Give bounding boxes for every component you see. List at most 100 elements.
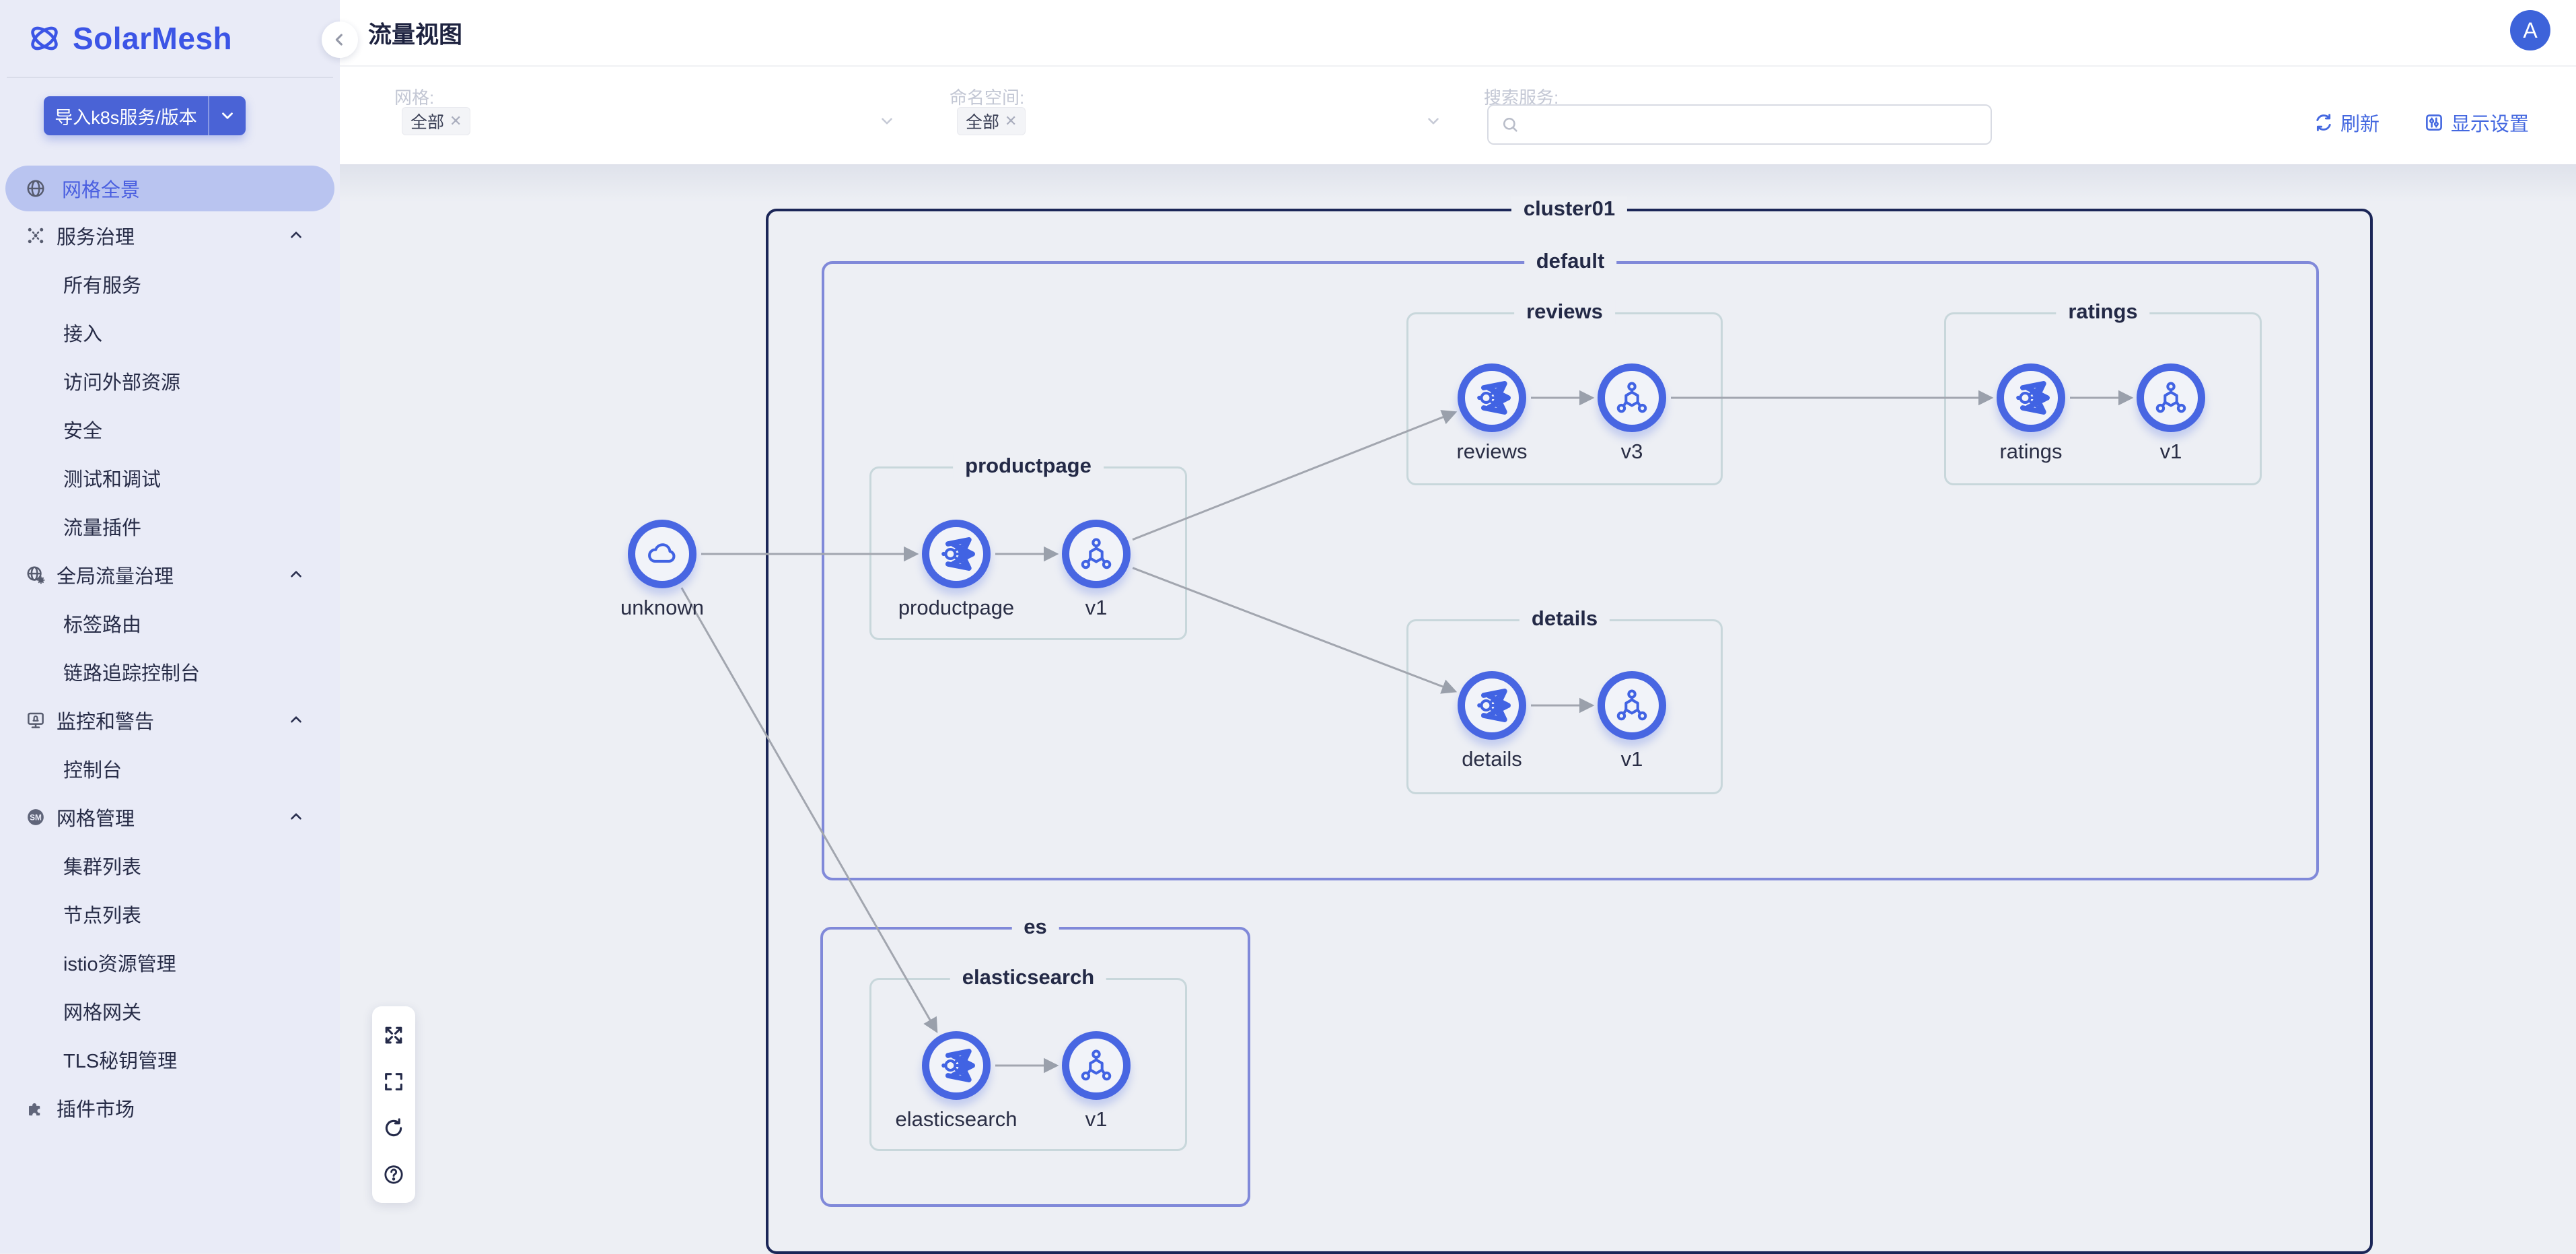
sidebar-subitem-集群列表[interactable]: 集群列表	[0, 841, 340, 890]
toolbar-fullscreen-button[interactable]	[379, 1067, 408, 1096]
version-icon	[1081, 538, 1112, 569]
namespace-filter-tag[interactable]: 全部 ✕	[957, 107, 1026, 135]
version-icon	[2155, 382, 2186, 413]
sidebar-item-mesh-management[interactable]: SM 网格管理	[0, 793, 340, 841]
sidebar-subitem-label: 访问外部资源	[63, 372, 181, 394]
sidebar-subitem-TLS秘钥管理[interactable]: TLS秘钥管理	[0, 1035, 340, 1084]
app-title: SolarMesh	[73, 21, 233, 56]
mesh-filter-value: 全部	[410, 113, 445, 132]
logo: SolarMesh	[0, 0, 340, 57]
sidebar-item-monitoring[interactable]: 监控和警告	[0, 696, 340, 744]
mesh-select-chevron-icon[interactable]	[878, 112, 896, 130]
sidebar-subitem-节点列表[interactable]: 节点列表	[0, 890, 340, 938]
sidebar-item-service-governance[interactable]: 服务治理	[0, 211, 340, 260]
sidebar-subitem-label: 网格网关	[63, 1002, 142, 1024]
display-settings-button[interactable]: 显示设置	[2424, 108, 2529, 137]
sidebar-item-plugin-market[interactable]: 插件市场	[0, 1084, 340, 1132]
sidebar-item-label: 网格管理	[57, 808, 135, 830]
mesh-filter-label: 网格:	[394, 88, 435, 108]
puzzle-icon	[26, 1098, 46, 1118]
node-ratings-svc[interactable]	[1997, 363, 2065, 432]
globe-gear-icon	[26, 565, 46, 585]
sidebar-subitem-标签路由[interactable]: 标签路由	[0, 599, 340, 648]
service-icon	[941, 537, 975, 571]
sidebar-subitem-测试和调试[interactable]: 测试和调试	[0, 454, 340, 502]
import-dropdown-caret[interactable]	[209, 107, 246, 125]
node-unknown[interactable]	[628, 520, 696, 588]
service-icon	[2016, 381, 2050, 415]
sidebar-item-label: 监控和警告	[57, 711, 155, 733]
import-k8s-button[interactable]: 导入k8s服务/版本	[44, 96, 246, 135]
chevron-up-icon[interactable]	[287, 808, 305, 826]
node-productpage-v1[interactable]	[1062, 520, 1131, 588]
node-productpage-svc[interactable]	[922, 520, 991, 588]
user-avatar[interactable]: A	[2510, 10, 2550, 50]
sidebar-item-label: 全局流量治理	[57, 566, 174, 588]
display-settings-label: 显示设置	[2451, 114, 2530, 135]
sidebar-subitem-label: istio资源管理	[63, 954, 176, 975]
sidebar-item-global-traffic[interactable]: 全局流量治理	[0, 551, 340, 599]
version-icon	[1081, 1049, 1112, 1081]
sidebar-nav: 网格全景服务治理所有服务接入访问外部资源安全测试和调试流量插件全局流量治理标签路…	[0, 166, 340, 1132]
sidebar-subitem-接入[interactable]: 接入	[0, 308, 340, 357]
service-icon	[1477, 689, 1511, 722]
filter-bar: 网格: 全部 ✕ 命名空间: 全部 ✕ 搜索服务: 刷新 显示设置	[340, 67, 2576, 164]
namespace-select-chevron-icon[interactable]	[1425, 112, 1442, 130]
sidebar-subitem-控制台[interactable]: 控制台	[0, 744, 340, 793]
sidebar-subitem-label: 安全	[63, 421, 103, 442]
toolbar-help-button[interactable]	[379, 1160, 408, 1189]
node-reviews-v3[interactable]	[1598, 363, 1666, 432]
sidebar-item-mesh-overview[interactable]: 网格全景	[5, 166, 334, 211]
sidebar-item-label: 插件市场	[57, 1099, 135, 1121]
version-icon	[1616, 382, 1647, 413]
namespace-filter-value: 全部	[966, 113, 1000, 132]
search-service-box[interactable]	[1487, 104, 1992, 145]
sidebar-subitem-label: 控制台	[63, 760, 122, 781]
namespace-tag-remove-icon[interactable]: ✕	[1005, 112, 1017, 129]
page-title: 流量视图	[368, 22, 463, 48]
sidebar-subitem-label: 流量插件	[63, 518, 142, 539]
chevron-up-icon[interactable]	[287, 227, 305, 244]
service-icon	[1477, 381, 1511, 415]
svg-text:SM: SM	[30, 813, 42, 823]
search-icon	[1503, 117, 1517, 132]
search-service-input[interactable]	[1528, 113, 1991, 136]
sidebar-subitem-访问外部资源[interactable]: 访问外部资源	[0, 357, 340, 405]
node-details-svc[interactable]	[1458, 671, 1526, 740]
toolbar-expand-button[interactable]	[379, 1020, 408, 1050]
dots-icon	[26, 225, 46, 246]
graph-toolbar	[372, 1006, 415, 1203]
sidebar-subitem-label: 接入	[63, 324, 103, 345]
solarmesh-logo-icon	[27, 21, 62, 56]
sidebar-collapse-button[interactable]	[322, 22, 358, 58]
sidebar-subitem-label: 所有服务	[63, 275, 142, 297]
globe-icon	[26, 178, 46, 199]
refresh-label: 刷新	[2340, 114, 2380, 135]
expand-icon	[385, 1026, 402, 1043]
node-es-v1[interactable]	[1062, 1031, 1131, 1100]
service-icon	[941, 1049, 975, 1082]
node-details-v1[interactable]	[1598, 671, 1666, 740]
sidebar-subitem-istio资源管理[interactable]: istio资源管理	[0, 938, 340, 987]
mesh-filter-tag[interactable]: 全部 ✕	[402, 107, 471, 135]
chevron-up-icon[interactable]	[287, 566, 305, 584]
toolbar-reload-button[interactable]	[379, 1113, 408, 1143]
refresh-button[interactable]: 刷新	[2314, 108, 2380, 137]
node-ratings-v1[interactable]	[2137, 363, 2205, 432]
sidebar-subitem-label: 链路追踪控制台	[63, 663, 201, 685]
node-es-svc[interactable]	[922, 1031, 991, 1100]
reload-icon	[385, 1117, 402, 1136]
sidebar-subitem-链路追踪控制台[interactable]: 链路追踪控制台	[0, 648, 340, 696]
sidebar-subitem-网格网关[interactable]: 网格网关	[0, 987, 340, 1035]
refresh-icon	[2316, 114, 2331, 131]
sidebar-subitem-安全[interactable]: 安全	[0, 405, 340, 454]
chevron-up-icon[interactable]	[287, 711, 305, 729]
sidebar-subitem-所有服务[interactable]: 所有服务	[0, 260, 340, 308]
import-k8s-label: 导入k8s服务/版本	[55, 107, 197, 128]
mesh-tag-remove-icon[interactable]: ✕	[450, 112, 462, 129]
header: 流量视图 A	[340, 0, 2576, 67]
sidebar-subitem-流量插件[interactable]: 流量插件	[0, 502, 340, 551]
node-reviews-svc[interactable]	[1458, 363, 1526, 432]
namespace-filter-label: 命名空间:	[950, 88, 1025, 108]
import-button-separator	[208, 96, 209, 135]
